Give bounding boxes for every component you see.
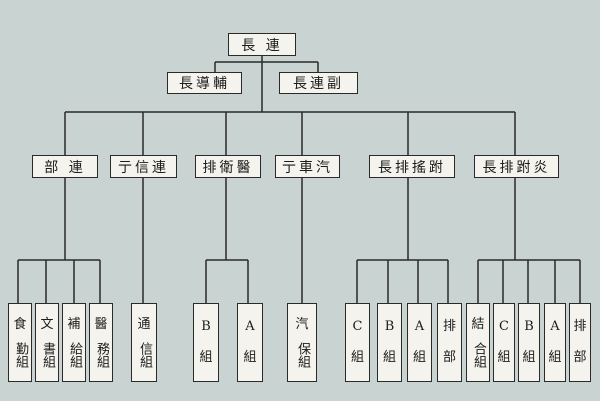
unit-label-top: B: [201, 319, 211, 335]
department-node: 亍信連: [110, 155, 177, 178]
department-node-label: 部 連: [44, 159, 86, 176]
department-node: 亍車汽: [275, 155, 340, 178]
unit-label-bottom: 部: [442, 349, 456, 365]
deputy-node: 長連副: [279, 72, 358, 94]
unit-node: 醫 務組: [89, 303, 113, 382]
unit-node: 汽 保組: [287, 303, 317, 382]
unit-label-top: 汽: [295, 316, 309, 332]
unit-label-top: 通: [137, 316, 151, 332]
unit-label-top: B: [524, 319, 534, 335]
unit-node: 補 給組: [62, 303, 86, 382]
unit-node: C 組: [345, 303, 370, 382]
unit-label-top: 食: [13, 316, 27, 332]
unit-label-bottom: 組: [412, 349, 426, 365]
unit-node: 食 勤組: [8, 303, 32, 382]
unit-label-top: A: [550, 319, 560, 335]
unit-label-top: C: [352, 319, 363, 335]
department-node: 排衛醫: [195, 155, 261, 178]
unit-label-bottom: 保組: [295, 342, 310, 369]
root-node-label: 長 連: [241, 37, 283, 54]
deputy-node: 長導輔: [167, 72, 242, 94]
unit-node: C 組: [493, 303, 515, 382]
unit-label-top: A: [245, 319, 255, 335]
unit-label-top: B: [384, 319, 395, 335]
department-node-label: 亍車汽: [282, 159, 333, 176]
unit-node: 通 信組: [131, 303, 157, 382]
unit-node: A 組: [544, 303, 566, 382]
unit-node: B 組: [193, 303, 219, 382]
unit-label-top: 排: [442, 319, 456, 335]
unit-node: 結 合組: [466, 303, 490, 382]
unit-label-bottom: 組: [199, 349, 213, 365]
unit-label-top: 文: [40, 316, 54, 332]
unit-node: B 組: [377, 303, 402, 382]
unit-node: B 組: [518, 303, 540, 382]
unit-node: 排 部: [437, 303, 462, 382]
unit-label-top: 醫: [94, 316, 108, 332]
unit-label-bottom: 組: [382, 349, 396, 365]
deputy-node-label: 長導輔: [179, 76, 230, 92]
unit-node: A 組: [407, 303, 432, 382]
unit-label-bottom: 勤組: [13, 342, 28, 369]
deputy-node-label: 長連副: [293, 76, 344, 92]
unit-label-bottom: 部: [573, 349, 587, 365]
unit-label-top: 補: [67, 316, 81, 332]
unit-label-top: A: [414, 319, 425, 335]
unit-label-bottom: 組: [497, 349, 511, 365]
unit-node: 排 部: [569, 303, 591, 382]
department-node: 長排搖跗: [369, 155, 455, 178]
department-node-label: 長排跗炎: [482, 159, 551, 176]
unit-label-top: 結: [471, 316, 485, 332]
unit-label-top: 排: [573, 319, 587, 335]
unit-label-bottom: 務組: [94, 342, 109, 369]
unit-node: A 組: [237, 303, 263, 382]
unit-label-bottom: 組: [243, 349, 257, 365]
unit-label-bottom: 合組: [471, 342, 486, 369]
department-node: 長排跗炎: [474, 155, 559, 178]
unit-label-top: C: [499, 319, 509, 335]
unit-label-bottom: 組: [350, 349, 364, 365]
unit-label-bottom: 組: [522, 349, 536, 365]
unit-label-bottom: 信組: [137, 342, 152, 369]
department-node-label: 亍信連: [118, 159, 169, 176]
department-node: 部 連: [32, 155, 98, 178]
department-node-label: 長排搖跗: [378, 159, 446, 176]
unit-node: 文 書組: [35, 303, 59, 382]
department-node-label: 排衛醫: [202, 159, 254, 176]
unit-label-bottom: 組: [548, 349, 562, 365]
unit-label-bottom: 給組: [67, 342, 82, 369]
root-node: 長 連: [228, 33, 296, 56]
unit-label-bottom: 書組: [40, 342, 55, 369]
